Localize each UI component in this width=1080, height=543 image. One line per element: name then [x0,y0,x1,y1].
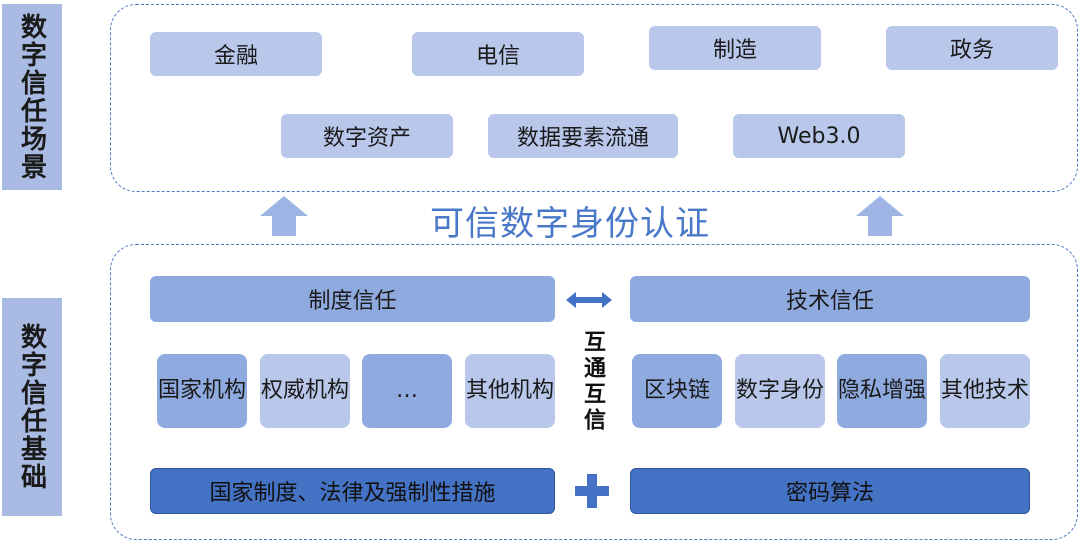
technical-base: 密码算法 [630,468,1030,514]
side-label-foundation: 数字信任基础 [2,298,62,516]
side-label-scenarios: 数字信任场景 [2,4,62,190]
scenario-government: 政务 [886,26,1058,70]
scenario-digital-assets: 数字资产 [281,114,453,158]
scenario-telecom: 电信 [412,32,584,76]
institution-national: 国家机构 [157,354,247,428]
up-arrow-right-icon [856,196,904,236]
institution-authority: 权威机构 [260,354,350,428]
institutional-base: 国家制度、法律及强制性措施 [150,468,555,514]
institution-other: 其他机构 [465,354,555,428]
scenarios-panel [110,4,1078,192]
interop-label: 互通互信 [580,330,605,434]
up-arrow-left-icon [260,196,308,236]
institution-ellipsis: … [362,354,452,428]
tech-blockchain: 区块链 [632,354,722,428]
plus-icon [575,474,609,508]
tech-digital-identity: 数字身份 [735,354,825,428]
center-title: 可信数字身份认证 [430,204,710,244]
scenario-web3: Web3.0 [733,114,905,158]
scenario-finance: 金融 [150,32,322,76]
foundation-panel [110,244,1078,540]
scenario-data-circulation: 数据要素流通 [488,114,678,158]
scenario-manufacturing: 制造 [649,26,821,70]
tech-other: 其他技术 [940,354,1030,428]
institutional-trust-header: 制度信任 [150,276,555,322]
tech-privacy-enhancement: 隐私增强 [837,354,927,428]
double-arrow-icon [566,292,612,308]
technical-trust-header: 技术信任 [630,276,1030,322]
